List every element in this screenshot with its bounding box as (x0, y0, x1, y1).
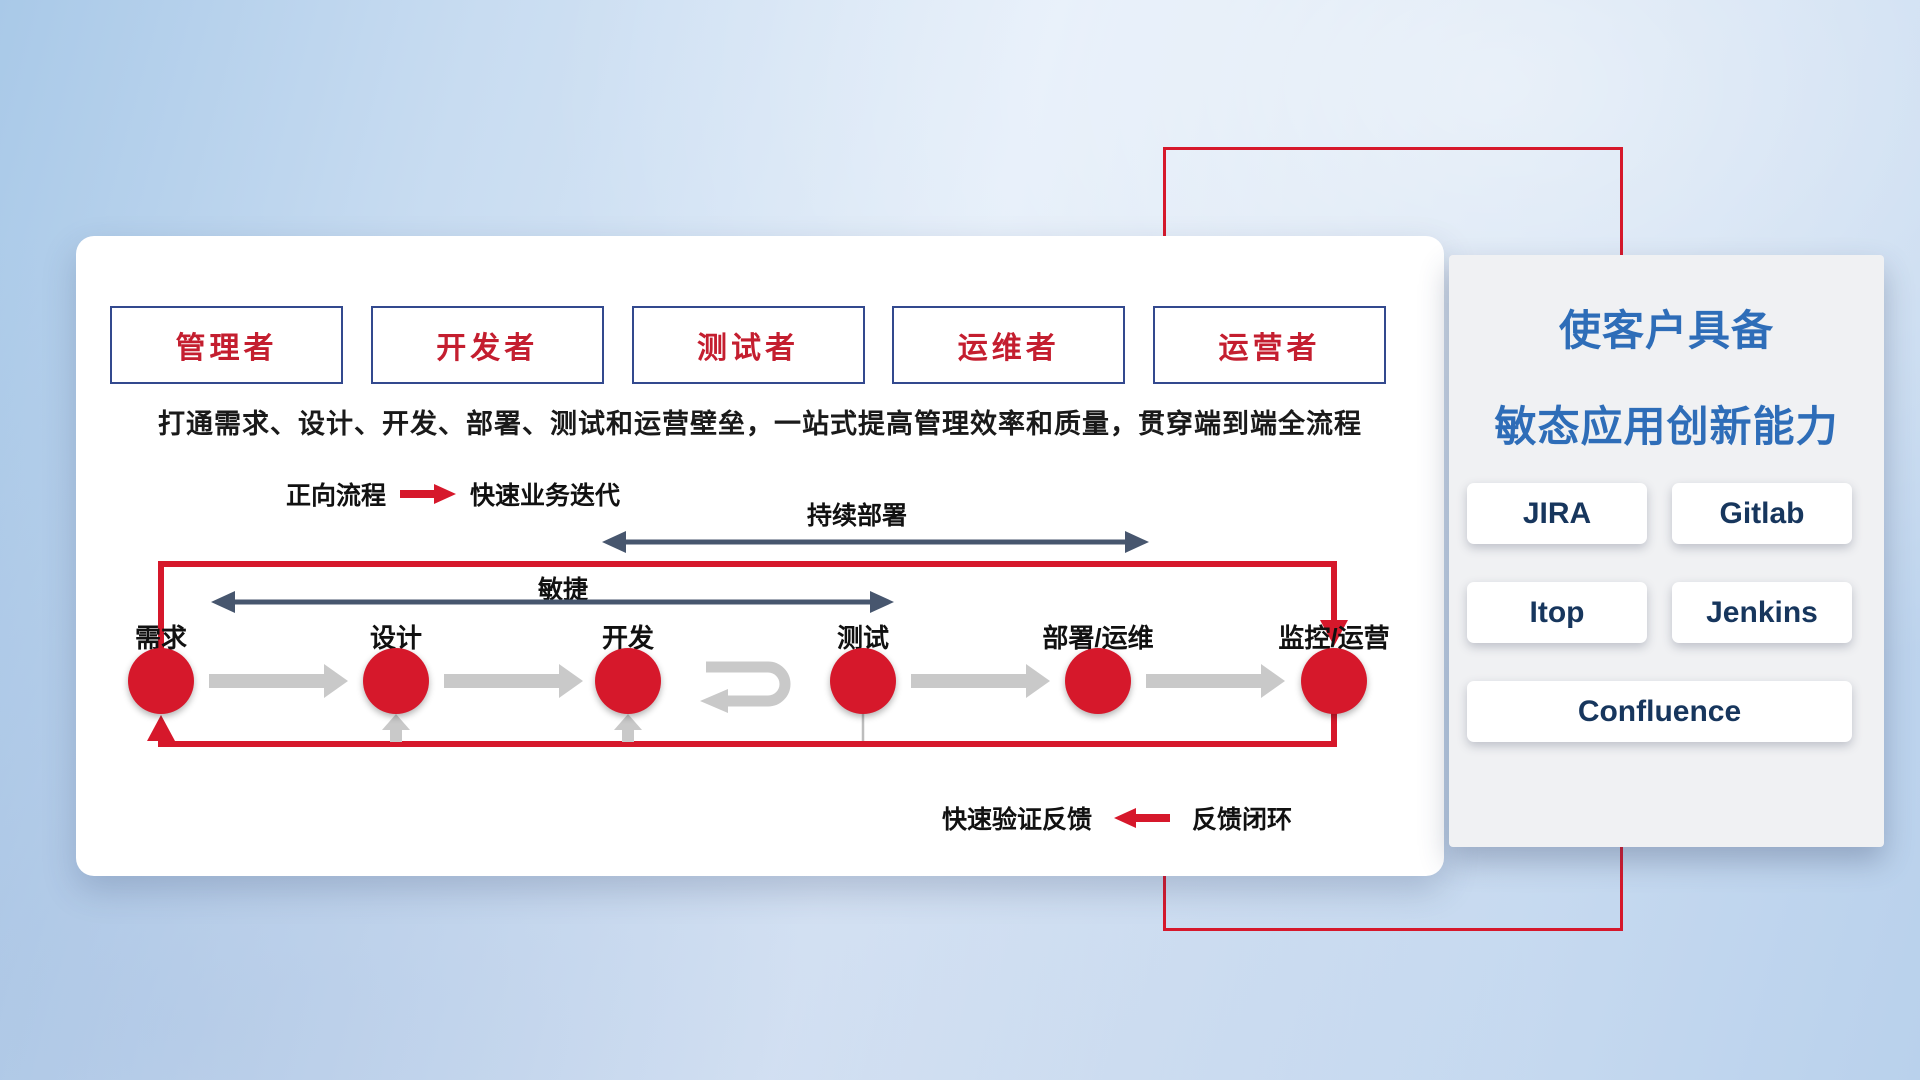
tool-button-itop: Itop (1467, 582, 1647, 643)
capability-panel: 使客户具备 敏态应用创新能力 JIRA Gitlab Itop Jenkins … (1449, 255, 1884, 847)
flow-arrow-test-deploy (911, 664, 1050, 698)
tool-button-confluence: Confluence (1467, 681, 1852, 742)
role-label: 管理者 (175, 332, 278, 365)
panel-title-line2: 敏态应用创新能力 (1494, 403, 1839, 450)
legend-feedback: 快速验证反馈 反馈闭环 (942, 800, 1292, 836)
stage-node-deploy-ops (1065, 648, 1131, 714)
role-box-operator: 运营者 (1153, 306, 1386, 384)
stage-node-test (830, 648, 896, 714)
red-forward-loop-arrow (158, 561, 1348, 649)
role-label: 运营者 (1218, 332, 1321, 365)
iteration-loop-icon (700, 661, 791, 713)
stage-node-requirement (128, 648, 194, 714)
tool-button-gitlab: Gitlab (1672, 483, 1852, 544)
feedback-up-arrow-develop (614, 714, 642, 742)
role-box-ops: 运维者 (892, 306, 1126, 384)
forward-arrow-icon (400, 484, 457, 504)
legend-feedback-value: 反馈闭环 (1192, 806, 1293, 834)
legend-forward-value: 快速业务迭代 (470, 482, 621, 510)
flow-arrow-deploy-monitor (1146, 664, 1285, 698)
agile-label: 敏捷 (537, 576, 589, 604)
stage-node-design (363, 648, 429, 714)
continuous-deploy-label: 持续部署 (806, 502, 908, 530)
role-box-tester: 测试者 (631, 306, 865, 384)
role-label: 运维者 (957, 332, 1060, 365)
roles-row: 管理者 开发者 测试者 运维者 运营者 (110, 306, 1386, 384)
legend-forward: 正向流程 快速业务迭代 (286, 476, 620, 512)
role-box-developer: 开发者 (370, 306, 604, 384)
red-feedback-loop-arrow (147, 713, 1337, 747)
panel-title-line1: 使客户具备 (1558, 307, 1774, 354)
flow-arrow-design-develop (444, 664, 583, 698)
tool-button-jira: JIRA (1467, 483, 1647, 544)
feedback-arrow-icon (1114, 808, 1171, 828)
legend-feedback-label: 快速验证反馈 (942, 806, 1093, 834)
devops-flow-card: 管理者 开发者 测试者 运维者 运营者 打通需求、设计、开发、部署、测试和运营壁… (76, 236, 1444, 876)
role-label: 测试者 (697, 332, 799, 365)
feedback-up-arrow-design (382, 714, 410, 742)
continuous-deploy-span-arrow (602, 531, 1149, 553)
stage-node-develop (595, 648, 661, 714)
stage-node-monitor-ops (1301, 648, 1367, 714)
flow-description: 打通需求、设计、开发、部署、测试和运营壁垒，一站式提高管理效率和质量，贯穿端到端… (158, 409, 1362, 439)
tool-button-jenkins: Jenkins (1672, 582, 1852, 643)
role-box-manager: 管理者 (110, 306, 343, 384)
role-label: 开发者 (436, 332, 539, 365)
legend-forward-label: 正向流程 (286, 482, 387, 510)
flow-arrow-req-design (209, 664, 348, 698)
